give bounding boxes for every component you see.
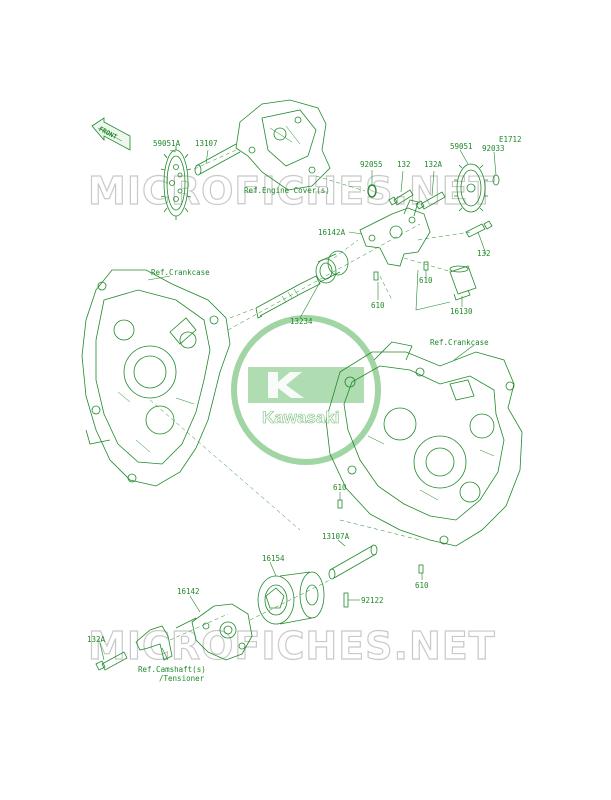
camshaft-tensioner-ref [135, 625, 173, 661]
crankcase-left [81, 269, 231, 487]
watermark-bottom: MICROFICHES.NET [87, 624, 496, 668]
shaft-13107A [328, 544, 378, 580]
bolt-132A-top [415, 191, 446, 210]
label-ref-camshaft-line2: /Tensioner [159, 674, 205, 683]
diagram-code: E1712 [499, 135, 522, 144]
dowel-610-b [423, 261, 429, 271]
sprocket-59051 [454, 163, 488, 213]
sprocket-59051A [160, 146, 192, 220]
bolt-132-right [465, 220, 493, 238]
pump-body-16142A [359, 199, 431, 267]
washer-92055 [367, 184, 377, 198]
pin-92122 [343, 592, 349, 608]
engine-cover-ref [235, 99, 331, 191]
label-ref-crankcase-right: Ref.Crankcase [430, 338, 489, 347]
label-132-top: 132 [397, 160, 411, 169]
label-610-c: 610 [333, 483, 347, 492]
label-16154: 16154 [262, 554, 285, 563]
kawasaki-logo [231, 315, 381, 465]
washer-92033 [492, 174, 500, 186]
brand-logo-text: Kawasaki [262, 408, 340, 427]
shaft-13234 [255, 275, 321, 319]
label-132A-top: 132A [424, 160, 443, 169]
dowel-610-d [418, 564, 424, 574]
label-92055: 92055 [360, 160, 383, 169]
label-ref-engine-cover: Ref.Engine Cover(s) [244, 186, 330, 195]
label-610-b: 610 [419, 276, 433, 285]
bolt-132-top [388, 189, 414, 206]
label-ref-crankcase-left: Ref.Crankcase [151, 268, 210, 277]
crankcase-right [325, 341, 523, 547]
front-arrow-icon [91, 117, 131, 151]
alignment-lines [149, 149, 471, 641]
label-16142A: 16142A [318, 228, 346, 237]
dowel-610-a [373, 271, 379, 281]
label-ref-camshaft-line1: Ref.Camshaft(s) [138, 665, 206, 674]
label-132A-bottom: 132A [87, 635, 106, 644]
bearing [315, 250, 349, 284]
label-92122: 92122 [361, 596, 384, 605]
dowel-610-c [337, 499, 343, 509]
rotor-16154 [257, 571, 325, 625]
label-13107A: 13107A [322, 532, 350, 541]
label-610-d: 610 [415, 581, 429, 590]
label-16142: 16142 [177, 587, 200, 596]
pump-16142 [175, 603, 253, 661]
label-59051: 59051 [450, 142, 473, 151]
label-132-right: 132 [477, 249, 491, 258]
label-59051A: 59051A [153, 139, 181, 148]
label-92033: 92033 [482, 144, 505, 153]
watermark-top: MICROFICHES.NET [87, 169, 496, 213]
label-610-a: 610 [371, 301, 385, 310]
bolt-132A-bottom [95, 651, 128, 671]
pin-13107 [194, 143, 241, 176]
label-13234: 13234 [290, 317, 313, 326]
leader-lines [99, 149, 497, 661]
fitting-16130 [449, 265, 477, 301]
label-13107: 13107 [195, 139, 218, 148]
label-16130: 16130 [450, 307, 473, 316]
